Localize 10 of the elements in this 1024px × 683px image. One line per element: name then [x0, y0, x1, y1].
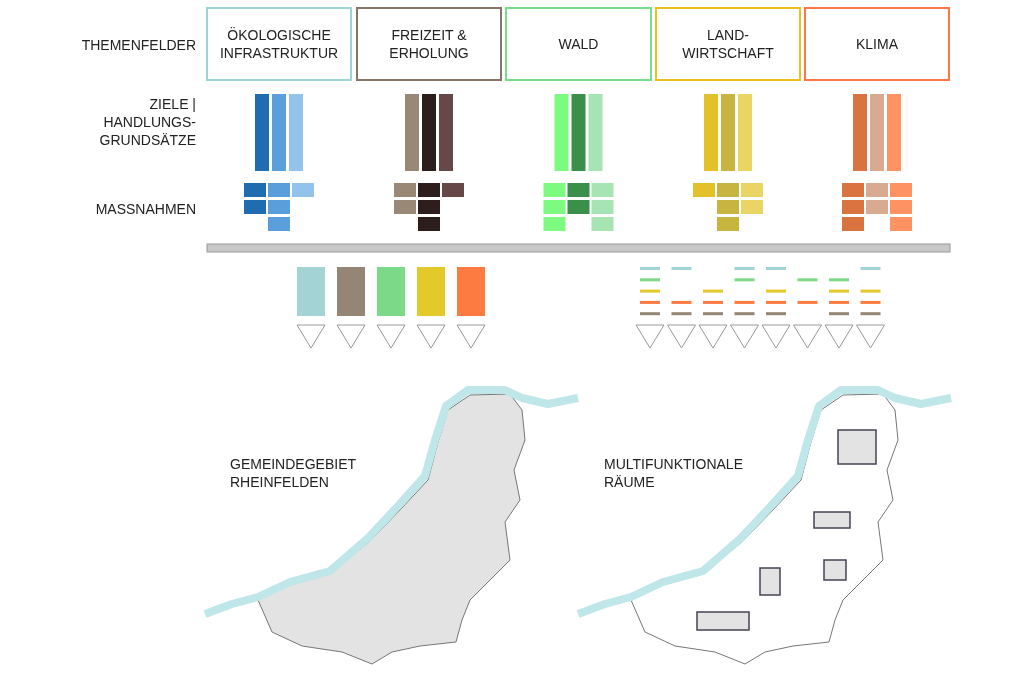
topic-box: KLIMA: [804, 7, 950, 81]
map-label: GEMEINDEGEBIET RHEINFELDEN: [230, 455, 357, 492]
map-label: MULTIFUNKTIONALE RÄUME: [604, 455, 744, 492]
row-label: MASSNAHMEN: [94, 200, 196, 219]
row-label: ZIELE | HANDLUNGS- GRUNDSÄTZE: [98, 95, 196, 150]
topic-box: ÖKOLOGISCHE INFRASTRUKTUR: [206, 7, 352, 81]
topic-box: FREIZEIT & ERHOLUNG: [356, 7, 502, 81]
topic-box: LAND- WIRTSCHAFT: [655, 7, 801, 81]
row-label: THEMENFELDER: [80, 36, 196, 55]
topic-box: WALD: [505, 7, 652, 81]
